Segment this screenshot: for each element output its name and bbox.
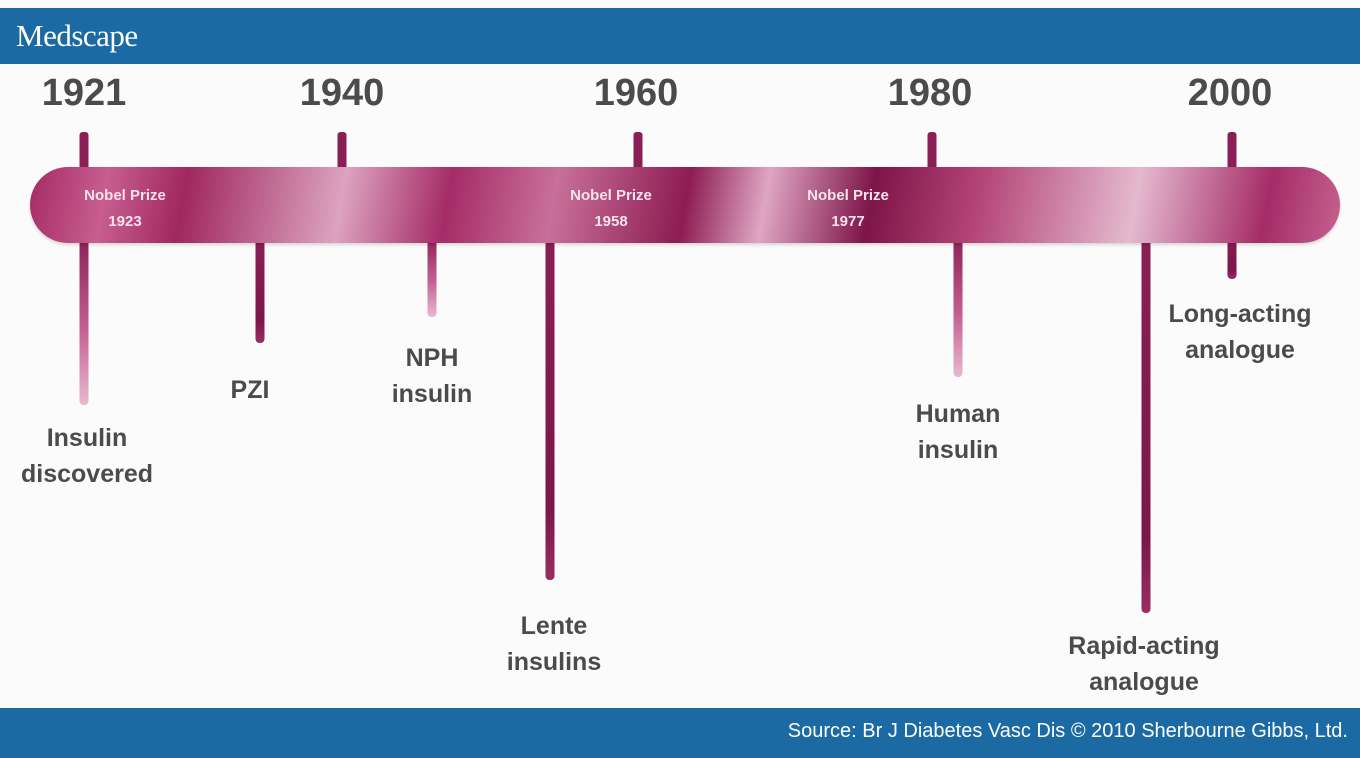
year-label-1960: 1960 bbox=[593, 72, 679, 114]
year-tick bbox=[927, 132, 937, 172]
event-label-pzi: PZI bbox=[230, 376, 270, 404]
source-credit: Source: Br J Diabetes Vasc Dis © 2010 Sh… bbox=[787, 720, 1348, 742]
year-label-2000: 2000 bbox=[1187, 72, 1273, 114]
event-stem bbox=[545, 235, 555, 580]
brand-logo: Medscape bbox=[16, 18, 138, 53]
header-bar: Medscape bbox=[0, 8, 1360, 64]
year-tick bbox=[337, 132, 347, 172]
event-stem bbox=[953, 235, 963, 377]
event-stem bbox=[255, 235, 265, 343]
event-stem bbox=[1227, 235, 1237, 279]
event-stem bbox=[427, 235, 437, 317]
year-tick bbox=[1227, 132, 1237, 172]
year-label-1940: 1940 bbox=[299, 72, 385, 114]
event-stem bbox=[1141, 235, 1151, 613]
footer-bar: Source: Br J Diabetes Vasc Dis © 2010 Sh… bbox=[0, 708, 1360, 758]
year-tick bbox=[633, 132, 643, 172]
year-label-1921: 1921 bbox=[41, 72, 127, 114]
timeline-bar bbox=[30, 167, 1340, 243]
event-stem bbox=[79, 235, 89, 405]
year-label-1980: 1980 bbox=[887, 72, 973, 114]
year-tick bbox=[79, 132, 89, 172]
